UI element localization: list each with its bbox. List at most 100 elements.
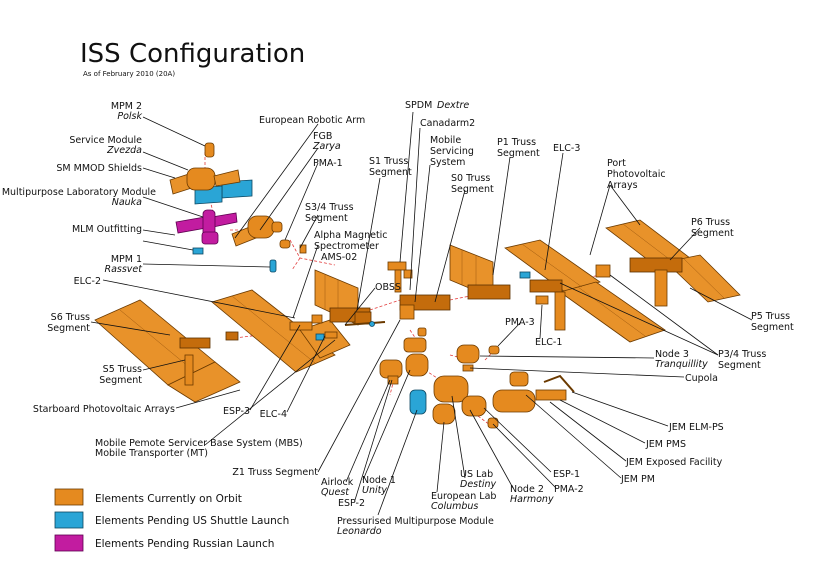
label-node2: Node 2 <box>510 484 544 495</box>
label-s6-b: Segment <box>47 323 90 334</box>
label-mpm1-name: Rassvet <box>104 264 143 275</box>
label-sm-mmod: SM MMOD Shields <box>56 163 142 174</box>
label-pma2: PMA-2 <box>554 484 584 495</box>
diagram-subtitle: As of February 2010 (20A) <box>83 70 175 78</box>
label-p1-b: Segment <box>497 148 540 159</box>
label-node3: Node 3 <box>655 349 689 360</box>
legend: Elements Currently on Orbit Elements Pen… <box>54 488 289 552</box>
label-mt: Mobile Transporter (MT) <box>95 448 208 459</box>
label-pma1: PMA-1 <box>313 158 343 169</box>
label-pmm-name: Leonardo <box>337 526 382 537</box>
port-arrays <box>504 219 741 343</box>
label-us-lab-name: Destiny <box>460 479 496 490</box>
diagram-title: ISS Configuration <box>80 39 305 69</box>
legend-swatch-pending-us <box>54 511 84 529</box>
label-p34: P3/4 Truss <box>718 349 766 360</box>
label-port-1: Port <box>607 158 626 169</box>
ams-02 <box>269 259 277 273</box>
label-cupola: Cupola <box>685 373 718 384</box>
label-mlm-outfitting: MLM Outfitting <box>72 224 142 235</box>
mpm2-module <box>204 142 215 158</box>
label-airlock-name: Quest <box>321 487 350 498</box>
labels: MPM 2 Polsk Service Module Zvezda SM MMO… <box>2 100 794 537</box>
pma1-element <box>279 239 291 249</box>
label-ams-3: AMS-02 <box>321 252 357 263</box>
label-esp1: ESP-1 <box>553 469 580 480</box>
legend-swatch-pending-russian <box>54 534 84 552</box>
label-p1: P1 Truss <box>497 137 536 148</box>
legend-label-pending-russian: Elements Pending Russian Launch <box>95 538 274 550</box>
label-esp3: ESP-3 <box>223 406 250 417</box>
node1-airlock <box>379 327 429 385</box>
label-service-module-name: Zvezda <box>106 145 142 156</box>
label-s6: S6 Truss <box>51 312 90 323</box>
mlm-nauka <box>175 209 238 245</box>
station-elements <box>94 142 741 429</box>
label-mss-3: System <box>430 157 465 168</box>
s1-truss <box>314 269 372 326</box>
label-pmm: Pressurised Multipurpose Module <box>337 516 494 527</box>
label-fgb: FGB <box>313 131 332 142</box>
label-elc1: ELC-1 <box>535 337 562 348</box>
label-starboard-pv: Starboard Photovoltaic Arrays <box>33 404 175 415</box>
label-era: European Robotic Arm <box>259 115 365 126</box>
label-airlock: Airlock <box>321 477 354 488</box>
label-spdm: SPDM <box>405 100 432 111</box>
obss-boom <box>344 321 386 326</box>
label-jem-pms: JEM PMS <box>645 439 686 450</box>
us-lab-destiny <box>409 375 499 429</box>
label-p5: P5 Truss <box>751 311 790 322</box>
s0-truss <box>399 294 451 320</box>
label-us-lab: US Lab <box>460 469 493 480</box>
label-canadarm2: Canadarm2 <box>420 118 475 129</box>
label-s34-b: Segment <box>305 213 348 224</box>
service-module-zvezda <box>169 167 253 205</box>
label-ams-1: Alpha Magnetic <box>314 230 388 241</box>
label-mbs: Mobile Pemote Servicer Base System (MBS) <box>95 438 303 449</box>
p1-truss <box>449 244 511 300</box>
label-mpm2-name: Polsk <box>117 111 142 122</box>
label-mss-1: Mobile <box>430 135 461 146</box>
mpm1-module <box>192 247 204 255</box>
label-p34-b: Segment <box>718 360 761 371</box>
label-node3-name: Tranquillity <box>655 359 708 370</box>
label-p5-b: Segment <box>751 322 794 333</box>
label-jem-pm: JEM PM <box>620 474 655 485</box>
label-elc4: ELC-4 <box>260 409 287 420</box>
label-esp2: ESP-2 <box>338 498 365 509</box>
obss-end <box>369 321 375 327</box>
label-eu-lab: European Lab <box>431 491 496 502</box>
label-port-3: Arrays <box>607 180 638 191</box>
label-jem-ef: JEM Exposed Facility <box>625 457 723 468</box>
label-p6-b: Segment <box>691 228 734 239</box>
fgb-zarya <box>231 215 283 247</box>
label-mss-2: Servicing <box>430 146 474 157</box>
label-s34: S3/4 Truss <box>305 202 354 213</box>
node3-tranquillity <box>456 344 500 364</box>
label-mpm2: MPM 2 <box>111 101 142 112</box>
label-s5: S5 Truss <box>103 364 142 375</box>
label-mpm1: MPM 1 <box>111 254 142 265</box>
s34-marker <box>299 244 307 254</box>
starboard-arrays <box>94 289 351 403</box>
label-eu-lab-name: Columbus <box>431 501 478 512</box>
label-ams-2: Spectrometer <box>314 241 379 252</box>
label-jem-elm: JEM ELM-PS <box>668 422 724 433</box>
label-z1: Z1 Truss Segment <box>232 467 318 478</box>
label-pma3: PMA-3 <box>505 317 535 328</box>
label-service-module: Service Module <box>69 135 142 146</box>
jem-kibo <box>492 371 575 413</box>
label-fgb-name: Zarya <box>312 141 341 152</box>
label-s5-b: Segment <box>99 375 142 386</box>
label-port-2: Photovoltaic <box>607 169 666 180</box>
label-obss: OBSS <box>375 282 401 293</box>
label-mlm-name: Nauka <box>112 197 142 208</box>
label-node2-name: Harmony <box>510 494 554 505</box>
legend-label-pending-us: Elements Pending US Shuttle Launch <box>95 515 289 527</box>
canadarm2-dextre <box>387 261 413 293</box>
label-s1: S1 Truss <box>369 156 408 167</box>
label-s1-b: Segment <box>369 167 412 178</box>
label-node1: Node 1 <box>362 475 396 486</box>
